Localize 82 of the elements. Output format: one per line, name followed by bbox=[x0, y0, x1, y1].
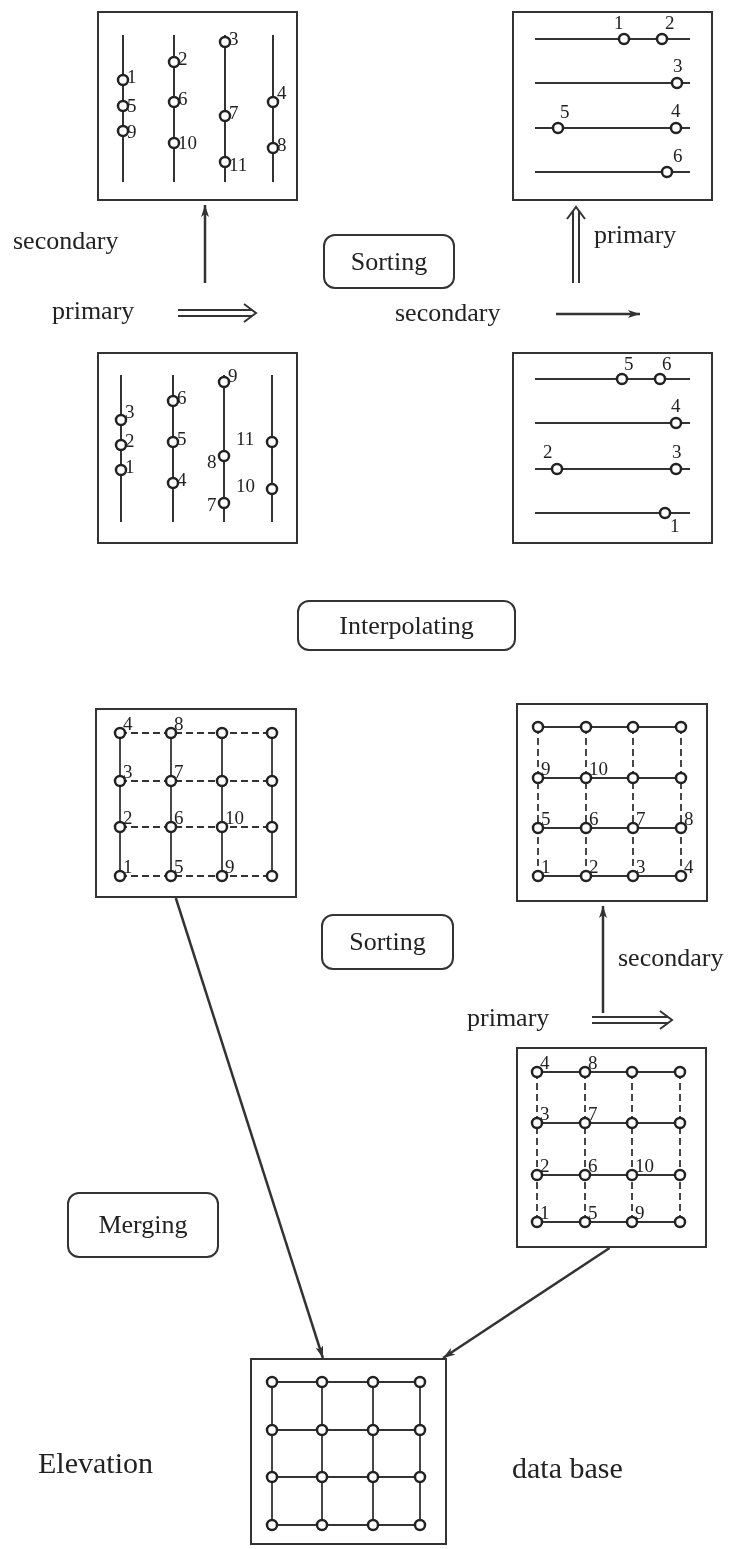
axis-label: secondary bbox=[395, 298, 501, 328]
plot-panel bbox=[512, 11, 713, 201]
point-number: 6 bbox=[662, 354, 672, 373]
point-number: 3 bbox=[636, 857, 646, 876]
point-number: 10 bbox=[225, 808, 244, 827]
point-number: 7 bbox=[588, 1104, 598, 1123]
point-number: 4 bbox=[123, 714, 133, 733]
point-number: 6 bbox=[174, 808, 184, 827]
point-number: 5 bbox=[541, 809, 551, 828]
point-number: 4 bbox=[671, 101, 681, 120]
point-number: 5 bbox=[560, 102, 570, 121]
point-number: 2 bbox=[540, 1156, 550, 1175]
plot-panel bbox=[97, 11, 298, 201]
point-number: 2 bbox=[665, 13, 675, 32]
point-number: 8 bbox=[207, 452, 217, 471]
point-number: 6 bbox=[177, 388, 187, 407]
plot-panel bbox=[516, 1047, 707, 1248]
plot-panel bbox=[95, 708, 297, 898]
point-number: 1 bbox=[541, 857, 551, 876]
point-number: 11 bbox=[236, 429, 255, 448]
axis-label: Elevation bbox=[38, 1448, 153, 1478]
axis-label: data base bbox=[512, 1453, 623, 1483]
point-number: 4 bbox=[671, 396, 681, 415]
point-number: 9 bbox=[225, 857, 235, 876]
point-number: 10 bbox=[236, 476, 255, 495]
point-number: 7 bbox=[229, 103, 239, 122]
point-number: 1 bbox=[540, 1203, 550, 1222]
point-number: 10 bbox=[635, 1156, 654, 1175]
point-number: 6 bbox=[178, 89, 188, 108]
point-number: 2 bbox=[178, 49, 188, 68]
process-box: Sorting bbox=[323, 234, 455, 289]
point-number: 5 bbox=[174, 857, 184, 876]
point-number: 6 bbox=[673, 146, 683, 165]
point-number: 10 bbox=[589, 759, 608, 778]
point-number: 11 bbox=[229, 155, 248, 174]
axis-label: primary bbox=[52, 296, 135, 326]
axis-label: primary bbox=[467, 1003, 550, 1033]
point-number: 3 bbox=[229, 29, 239, 48]
point-number: 5 bbox=[588, 1203, 598, 1222]
process-box: Sorting bbox=[321, 914, 454, 970]
point-number: 3 bbox=[123, 762, 133, 781]
point-number: 2 bbox=[543, 442, 553, 461]
point-number: 8 bbox=[588, 1053, 598, 1072]
point-number: 1 bbox=[127, 67, 137, 86]
point-number: 1 bbox=[670, 516, 680, 535]
point-number: 8 bbox=[174, 714, 184, 733]
point-number: 4 bbox=[277, 83, 287, 102]
point-number: 3 bbox=[673, 56, 683, 75]
point-number: 3 bbox=[672, 442, 682, 461]
process-box: Interpolating bbox=[297, 600, 516, 651]
point-number: 1 bbox=[125, 457, 135, 476]
point-number: 7 bbox=[636, 809, 646, 828]
point-number: 2 bbox=[589, 857, 599, 876]
point-number: 7 bbox=[174, 762, 184, 781]
plot-panel bbox=[97, 352, 298, 544]
point-number: 9 bbox=[541, 759, 551, 778]
point-number: 6 bbox=[588, 1156, 598, 1175]
axis-label: secondary bbox=[13, 226, 119, 256]
axis-label: primary bbox=[594, 220, 677, 250]
point-number: 7 bbox=[207, 495, 217, 514]
point-number: 3 bbox=[125, 402, 135, 421]
arrow bbox=[174, 897, 325, 1359]
point-number: 5 bbox=[127, 96, 137, 115]
point-number: 9 bbox=[635, 1203, 645, 1222]
point-number: 5 bbox=[624, 354, 634, 373]
point-number: 8 bbox=[684, 809, 694, 828]
plot-panel bbox=[516, 703, 708, 902]
plot-panel bbox=[512, 352, 713, 544]
point-number: 4 bbox=[540, 1053, 550, 1072]
point-number: 1 bbox=[123, 857, 133, 876]
point-number: 6 bbox=[589, 809, 599, 828]
point-number: 4 bbox=[684, 857, 694, 876]
point-number: 2 bbox=[125, 431, 135, 450]
arrow bbox=[442, 1246, 611, 1360]
point-number: 10 bbox=[178, 133, 197, 152]
point-number: 5 bbox=[177, 429, 187, 448]
plot-panel bbox=[250, 1358, 447, 1545]
process-box: Merging bbox=[67, 1192, 219, 1258]
point-number: 1 bbox=[614, 13, 624, 32]
point-number: 2 bbox=[123, 808, 133, 827]
axis-label: secondary bbox=[618, 943, 724, 973]
point-number: 3 bbox=[540, 1104, 550, 1123]
